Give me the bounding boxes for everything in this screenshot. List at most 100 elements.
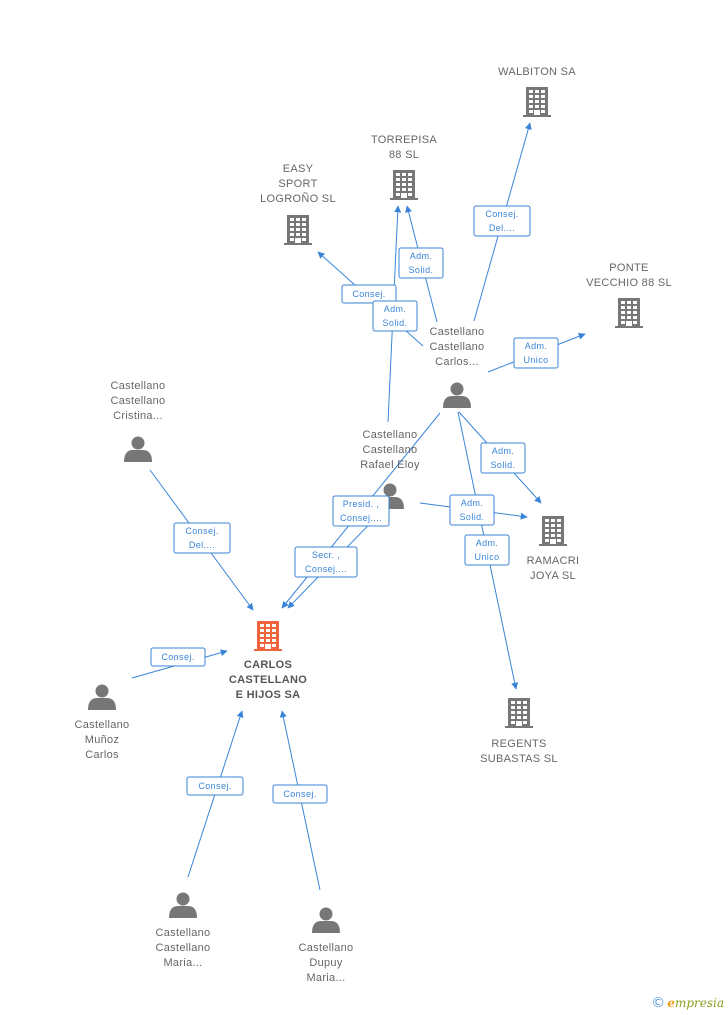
node-label: Castellano	[156, 927, 211, 939]
node-label: WALBITON SA	[498, 66, 576, 78]
edge-label-cc_carlos-to-ponte[interactable]: Adm. Unico	[513, 337, 559, 369]
building-icon[interactable]	[284, 215, 312, 245]
node-label: Castellano	[111, 380, 166, 392]
node-label: CASTELLANO	[229, 674, 307, 686]
edge-label-box[interactable]	[173, 522, 231, 554]
person-icon[interactable]	[124, 436, 152, 463]
edge-label-cc_carlos-to-easy[interactable]: Consej.	[341, 284, 397, 304]
edge-label-text: Del....	[189, 540, 215, 550]
node-regents[interactable]: REGENTS SUBASTAS SL	[480, 698, 558, 765]
edge-label-text: Adm.	[410, 251, 433, 261]
building-icon[interactable]	[539, 516, 567, 546]
node-label: E HIJOS SA	[236, 689, 301, 701]
edge-label-text: Solid.	[383, 318, 408, 328]
edge-label-text: Consej.	[161, 652, 194, 662]
brand-initial: e	[667, 996, 675, 1010]
node-label: TORREPISA	[371, 134, 437, 146]
edge-label-box[interactable]	[272, 784, 328, 804]
node-label: Castellano	[156, 942, 211, 954]
node-label: Maria...	[306, 972, 345, 984]
node-label: Dupuy	[309, 957, 342, 969]
node-cc_carlos[interactable]: CastellanoCastellanoCarlos...	[430, 326, 485, 408]
building-icon[interactable]	[505, 698, 533, 728]
node-label: VECCHIO 88 SL	[586, 277, 672, 289]
node-label: Carlos...	[435, 356, 479, 368]
node-label: Castellano	[430, 341, 485, 353]
edge-label-box[interactable]	[150, 647, 206, 667]
person-icon[interactable]	[312, 907, 340, 934]
building-icon[interactable]	[254, 621, 282, 651]
node-label: Cristina...	[113, 410, 163, 422]
edge-label-cd_maria-to-carlos_hijos[interactable]: Consej.	[272, 784, 328, 804]
edge-label-cc_maria-to-carlos_hijos[interactable]: Consej.	[186, 776, 244, 796]
edge-label-text: Consej.	[485, 209, 518, 219]
brand-name: mpresia	[674, 996, 724, 1010]
node-label: Castellano	[299, 942, 354, 954]
node-cc_cristina[interactable]: CastellanoCastellanoCristina...	[111, 380, 166, 462]
edge-label-text: Consej....	[340, 513, 382, 523]
edge-label-text: Unico	[523, 355, 548, 365]
edge-label-box[interactable]	[294, 546, 358, 578]
edge-label-text: Adm.	[525, 341, 548, 351]
edge-label-cc_cristina-to-carlos_hijos[interactable]: Consej. Del....	[173, 522, 231, 554]
edge-label-box[interactable]	[372, 300, 418, 332]
edge-label-box[interactable]	[341, 284, 397, 304]
node-label: Rafael Eloy	[360, 459, 420, 471]
edge-label-box[interactable]	[332, 495, 390, 527]
node-label: SPORT	[278, 178, 317, 190]
node-label: Maria...	[163, 957, 202, 969]
edge-label-text: Del....	[489, 223, 515, 233]
edge-label-text: Unico	[474, 552, 499, 562]
edge-label-box[interactable]	[186, 776, 244, 796]
edge-label-cc_rafael-to-torrepisa[interactable]: Adm. Solid.	[372, 300, 418, 332]
edge-label-box[interactable]	[398, 247, 444, 279]
node-label: Castellano	[363, 444, 418, 456]
edge-labels-layer: Consej.Del....Adm.Solid.Consej.Adm.Solid…	[150, 205, 559, 804]
person-icon[interactable]	[88, 684, 116, 711]
node-walbiton[interactable]: WALBITON SA	[498, 66, 576, 117]
person-icon[interactable]	[443, 382, 471, 409]
edge-label-text: Solid.	[409, 265, 434, 275]
edge-label-text: Consej.	[283, 789, 316, 799]
edge-label-text: Consej....	[305, 564, 347, 574]
edge-label-cc_carlos-to-ramacri[interactable]: Adm.Solid.	[480, 442, 526, 474]
edge-label-text: Adm.	[384, 304, 407, 314]
edge-label-cc_carlos-to-carlos_hijos[interactable]: Presid. ,Consej....	[332, 495, 390, 527]
edge-label-cc_rafael-to-carlos_hijos[interactable]: Secr. , Consej....	[294, 546, 358, 578]
edge-label-box[interactable]	[449, 494, 495, 526]
edge-label-text: Consej.	[198, 781, 231, 791]
node-cd_maria[interactable]: CastellanoDupuyMaria...	[299, 907, 354, 985]
building-icon[interactable]	[390, 170, 418, 200]
edge-label-text: Adm.	[476, 538, 499, 548]
edge-label-cc_rafael-to-ramacri[interactable]: Adm.Solid.	[449, 494, 495, 526]
copyright-icon: ©	[651, 995, 666, 1011]
edge-label-text: Solid.	[460, 512, 485, 522]
edge-label-cc_carlos-to-walbiton[interactable]: Consej. Del....	[473, 205, 531, 237]
edge-label-box[interactable]	[480, 442, 526, 474]
node-label: Castellano	[363, 429, 418, 441]
edge-label-box[interactable]	[473, 205, 531, 237]
edge-label-cc_carlos-to-regents[interactable]: Adm. Unico	[464, 534, 510, 566]
edge-label-text: Consej.	[185, 526, 218, 536]
building-icon[interactable]	[523, 87, 551, 117]
edge-label-box[interactable]	[513, 337, 559, 369]
node-cc_maria[interactable]: CastellanoCastellanoMaria...	[156, 892, 211, 970]
node-label: Carlos	[85, 749, 119, 761]
node-label: REGENTS	[491, 738, 546, 750]
building-icon[interactable]	[615, 298, 643, 328]
edge-label-cm_carlos-to-carlos_hijos[interactable]: Consej.	[150, 647, 206, 667]
person-icon[interactable]	[169, 892, 197, 919]
edge-label-cc_carlos-to-torrepisa[interactable]: Adm. Solid.	[398, 247, 444, 279]
edge-label-box[interactable]	[464, 534, 510, 566]
node-label: SUBASTAS SL	[480, 753, 558, 765]
edge-label-text: Secr. ,	[312, 550, 340, 560]
